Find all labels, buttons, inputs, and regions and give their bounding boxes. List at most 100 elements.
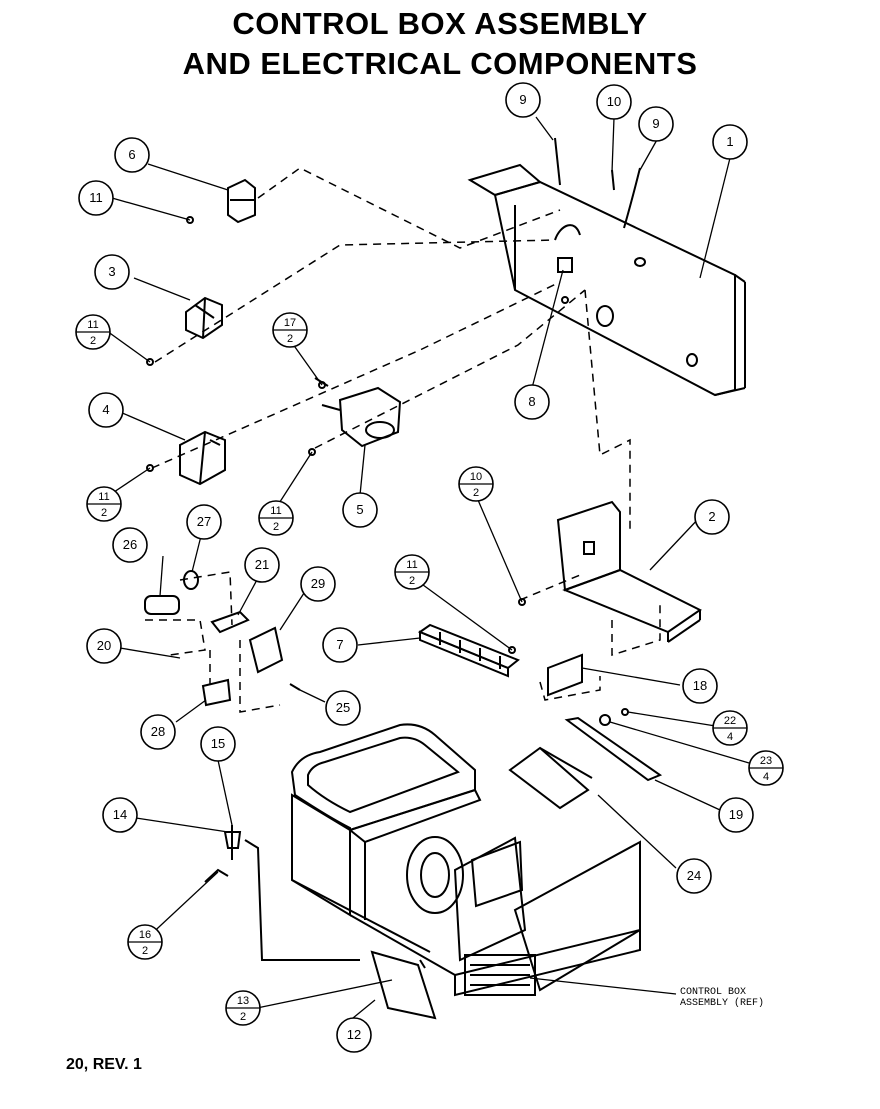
split-callout-item: 11 [87,319,98,331]
callout-circle [718,797,754,833]
bracket-drawing [556,500,702,643]
callout-number: 2 [708,509,715,524]
callout-number: 3 [108,264,115,279]
wire-bracket-drawing [204,825,360,961]
circuit-board-drawing [547,653,583,697]
callout-c4: 4 [88,392,124,428]
label-plate-12-drawing [370,950,437,1020]
callout-circle [682,668,718,704]
callout-number: 20 [97,638,111,653]
split-callout-qty: 4 [763,771,769,783]
callout-circle [676,858,712,894]
terminal-strip-drawing [417,623,520,678]
callout-c25: 25 [325,690,361,726]
callout-circle [140,714,176,750]
callout-number: 25 [336,700,350,715]
callout-c21: 21 [244,547,280,583]
split-callout-item: 11 [98,491,109,503]
callout-c7: 7 [322,627,358,663]
callout-number: 5 [356,502,363,517]
callout-number: 1 [726,134,733,149]
callout-c9a: 9 [505,82,541,118]
split-callout-s13: 132 [225,990,261,1026]
callout-c26: 26 [112,527,148,563]
split-callout-s22: 224 [712,710,748,746]
split-callout-item: 23 [760,755,772,767]
callout-circle [102,797,138,833]
split-callout-s11a: 112 [75,314,111,350]
callout-number: 24 [687,868,701,883]
ref-label-line-1: CONTROL BOX [680,987,746,998]
split-callout-qty: 2 [142,945,148,957]
callout-circle [322,627,358,663]
callout-c14: 14 [102,797,138,833]
split-callout-item: 22 [724,715,736,727]
split-callout-item: 11 [270,505,281,517]
callout-number: 9 [652,116,659,131]
callout-number: 9 [519,92,526,107]
split-callout-item: 16 [139,929,151,941]
split-callout-qty: 2 [101,507,107,519]
split-callout-s17: 172 [272,312,308,348]
callout-circle [186,504,222,540]
transformer-4-drawing [179,430,226,486]
callout-circle [694,499,730,535]
small-components-drawing [144,570,301,707]
callout-c3: 3 [94,254,130,290]
split-callout-item: 11 [406,559,417,571]
callout-number: 10 [607,94,621,109]
split-callout-s10: 102 [458,466,494,502]
relay-6-drawing [227,178,256,224]
split-callout-qty: 2 [273,521,279,533]
split-callout-item: 13 [237,995,249,1007]
split-callout-s11d: 112 [394,554,430,590]
split-callout-qty: 4 [727,731,733,743]
callout-c27: 27 [186,504,222,540]
callout-c9b: 9 [638,106,674,142]
split-callout-s11b: 112 [86,486,122,522]
callout-number: 27 [197,514,211,529]
callout-circle [325,690,361,726]
leader-lines [99,116,767,1019]
callout-number: 7 [336,637,343,652]
callout-circle [505,82,541,118]
callout-c2: 2 [694,499,730,535]
callout-c6: 6 [114,137,150,173]
callout-number: 19 [729,807,743,822]
control-box-panel-drawing [467,163,746,397]
split-callout-item: 17 [284,317,296,329]
callout-number: 8 [528,394,535,409]
callout-circle [94,254,130,290]
callout-number: 28 [151,724,165,739]
drawing-revision: 20, REV. 1 [66,1056,142,1073]
callout-c12: 12 [336,1017,372,1053]
callout-number: 4 [102,402,109,417]
callout-circle [112,527,148,563]
callout-circle [638,106,674,142]
plate-19-drawing [564,716,663,782]
split-callout-qty: 2 [287,333,293,345]
callout-c8: 8 [514,384,550,420]
callout-circle [514,384,550,420]
diagram-title-line-1: CONTROL BOX ASSEMBLY [232,6,648,41]
callout-c5: 5 [342,492,378,528]
callout-c19: 19 [718,797,754,833]
callout-circle [336,1017,372,1053]
callout-circle [200,726,236,762]
transformer-3-drawing [185,296,223,340]
callout-c29: 29 [300,566,336,602]
callout-number: 14 [113,807,127,822]
callout-c24: 24 [676,858,712,894]
blower-cabinet-drawing [290,723,641,997]
callout-c28: 28 [140,714,176,750]
callout-c18: 18 [682,668,718,704]
split-callout-qty: 2 [240,1011,246,1023]
callout-number: 26 [123,537,137,552]
callout-circle [78,180,114,216]
callout-c10: 10 [596,84,632,120]
callout-circle [596,84,632,120]
split-callout-item: 10 [470,471,482,483]
callout-number: 6 [128,147,135,162]
